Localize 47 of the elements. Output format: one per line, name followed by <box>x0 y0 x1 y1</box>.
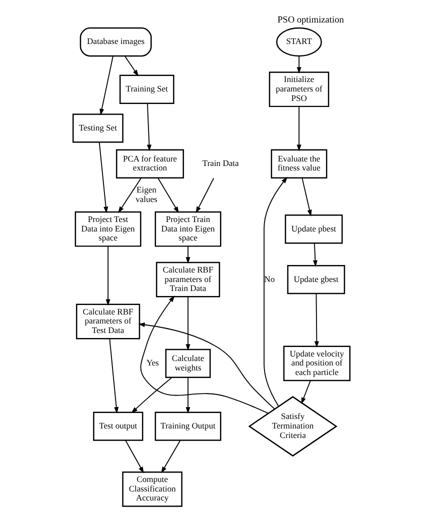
arrow <box>314 293 318 348</box>
arrow <box>108 338 118 414</box>
arrow <box>118 178 142 214</box>
node-box: Calculate weights <box>164 348 210 378</box>
node-box: Database images <box>79 27 152 57</box>
arrow <box>301 178 312 216</box>
arrow <box>185 296 190 351</box>
node-box: PCA for feature extraction <box>115 149 184 178</box>
node-box: Training Set <box>118 74 174 104</box>
arrow <box>160 440 180 474</box>
node-box: Calculate RBF parameters of Test Data <box>75 304 140 340</box>
node-box: Project Test Data into Eigen space <box>74 211 141 247</box>
edge-label: Yes <box>146 358 158 368</box>
arrow <box>105 246 110 306</box>
arrow <box>130 377 172 414</box>
node-box: Training Output <box>154 412 221 441</box>
arrow <box>98 142 108 214</box>
node-box: Initialize parameters of PSO <box>268 72 329 108</box>
diagram-title: PSO optimization <box>277 15 344 26</box>
arrow <box>296 106 301 152</box>
node-ellipse: START <box>276 27 322 57</box>
arrow <box>138 322 274 410</box>
node-box: Testing Set <box>72 114 123 143</box>
arrow <box>146 103 151 152</box>
arrow <box>300 380 310 404</box>
node-box: Update pbest <box>284 214 342 244</box>
arrow <box>195 178 214 214</box>
node-box: Test output <box>92 412 143 441</box>
node-box: Update gbest <box>286 264 345 294</box>
node-box: Compute Classification Accuracy <box>122 472 182 507</box>
arrow <box>124 56 138 76</box>
arrow <box>124 440 144 474</box>
arrow <box>312 242 318 267</box>
arrow <box>185 246 190 264</box>
arrow <box>185 377 190 414</box>
node-box: Project Train Data into Eigen space <box>154 211 221 247</box>
arrow <box>140 296 268 414</box>
edge-label: No <box>264 274 274 284</box>
arrow <box>157 178 178 214</box>
arrow <box>263 176 287 407</box>
arrow <box>99 56 113 116</box>
arrow <box>296 56 301 74</box>
node-box: Evaluate the fitness value <box>270 149 327 178</box>
node-text: Train Data <box>202 158 238 168</box>
edge-label: Eigen values <box>135 184 157 204</box>
node-box: Update velocity and position of each particle <box>282 346 350 382</box>
node-box: Calculate RBF parameters of Train Data <box>155 262 220 298</box>
